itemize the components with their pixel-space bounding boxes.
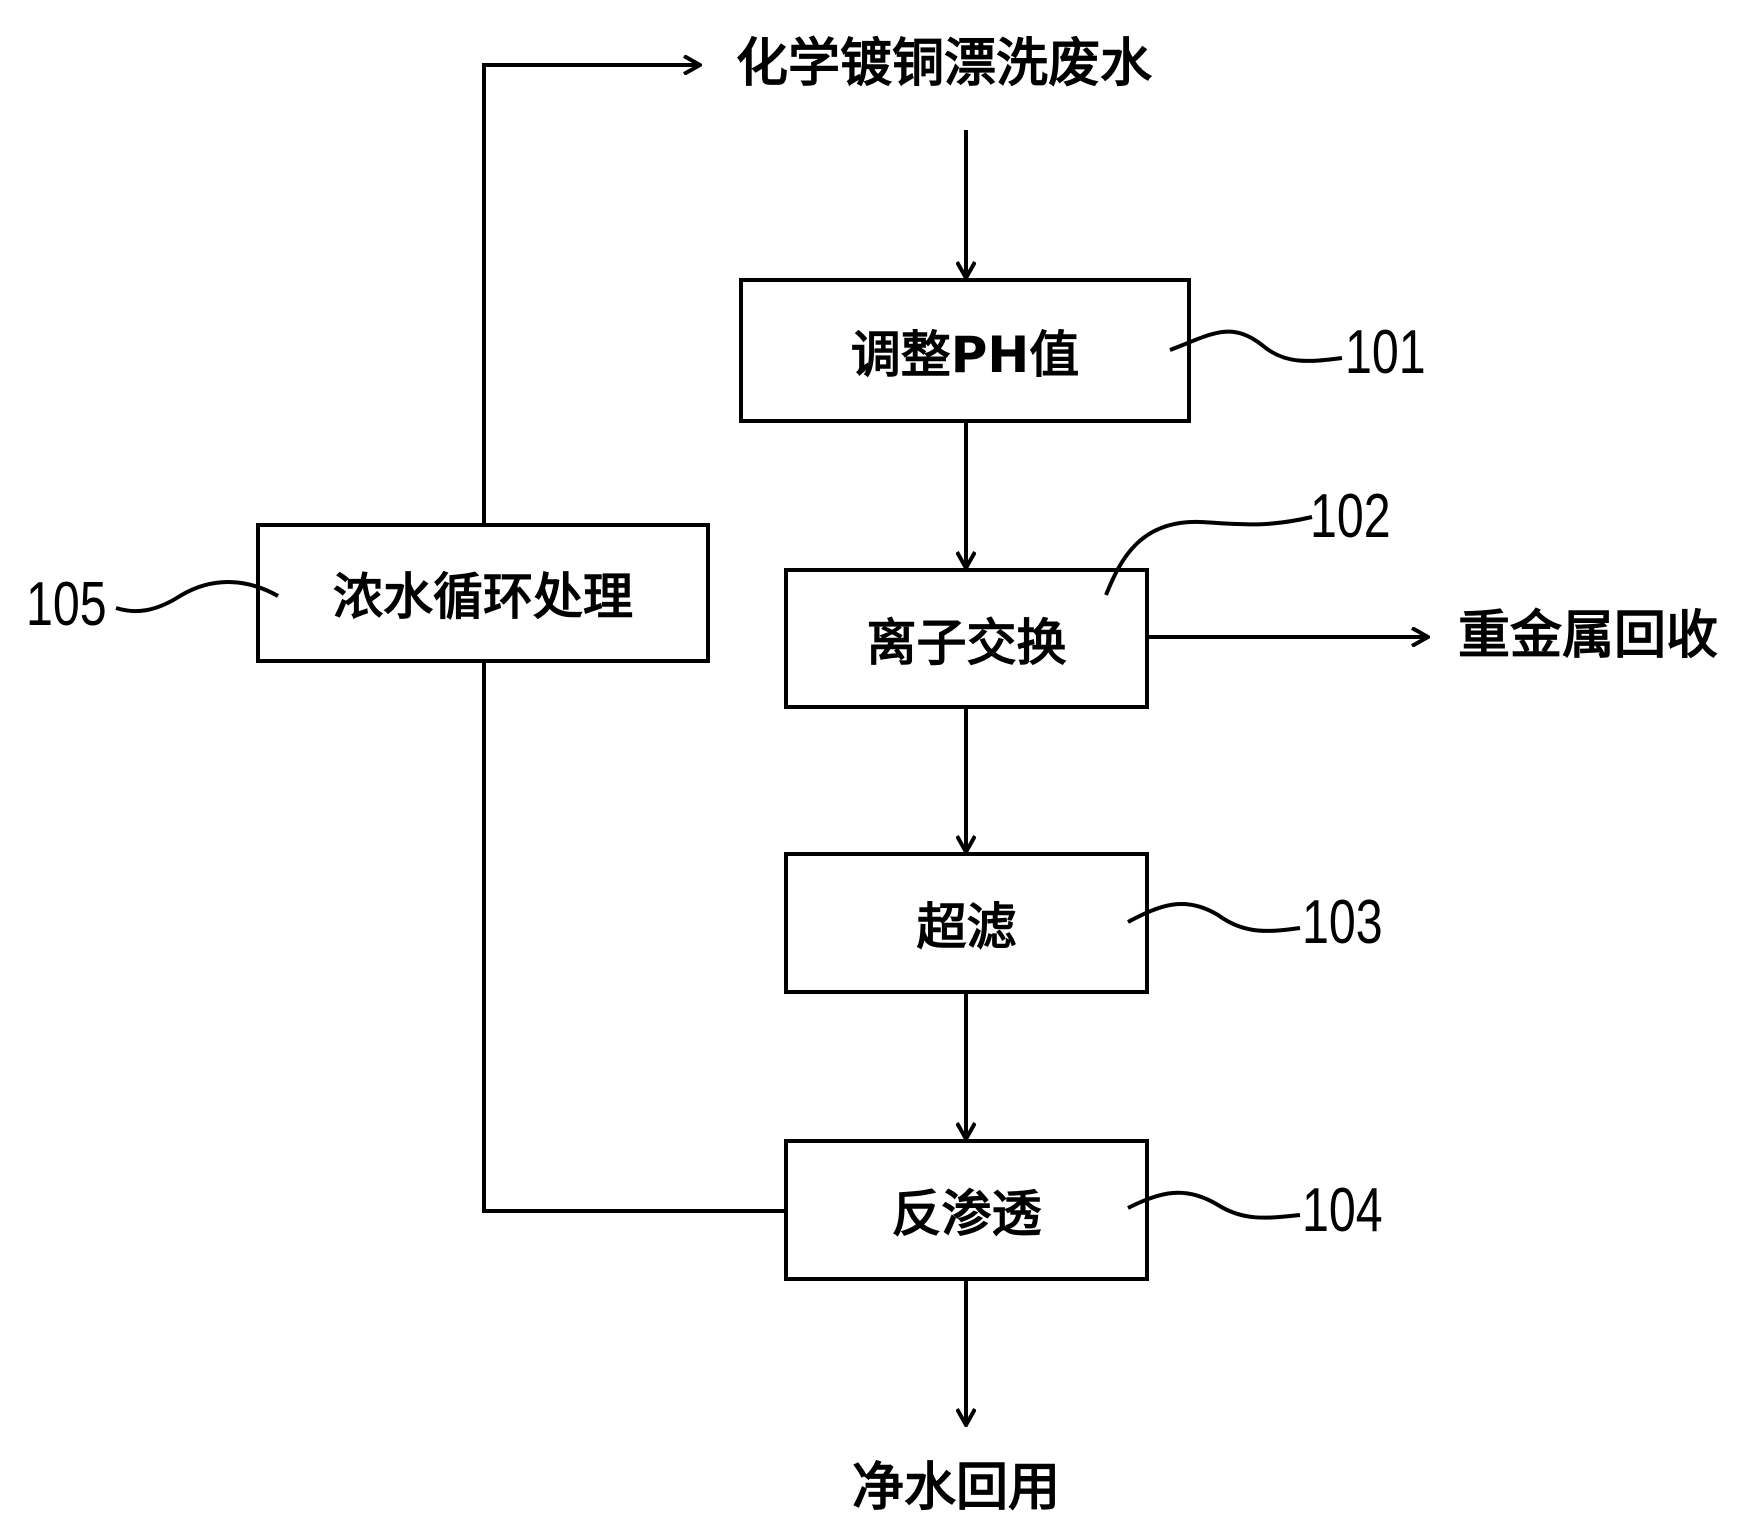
step-103-label: 超滤	[916, 898, 1017, 956]
metal-recovery-label: 重金属回收	[1458, 606, 1719, 666]
ref-102: 102	[1310, 482, 1391, 551]
ref-105: 105	[26, 570, 107, 639]
leader-102	[1104, 515, 1313, 596]
step-105-label: 浓水循环处理	[333, 568, 633, 626]
ref-101: 101	[1345, 318, 1426, 387]
line-104-to-105	[482, 661, 786, 1213]
clean-water-label: 净水回用	[852, 1458, 1061, 1518]
ref-103: 103	[1302, 888, 1383, 957]
leader-101	[1169, 329, 1343, 363]
leader-103	[1127, 901, 1301, 933]
step-104-label: 反渗透	[891, 1185, 1042, 1243]
leader-105	[115, 580, 279, 614]
leader-104	[1127, 1190, 1301, 1220]
arrow-105-to-source	[482, 65, 700, 525]
step-102-label: 离子交换	[866, 613, 1067, 672]
ref-104: 104	[1302, 1176, 1383, 1245]
step-101-label: 调整PH值	[850, 325, 1080, 384]
source-label: 化学镀铜漂洗废水	[736, 34, 1153, 94]
